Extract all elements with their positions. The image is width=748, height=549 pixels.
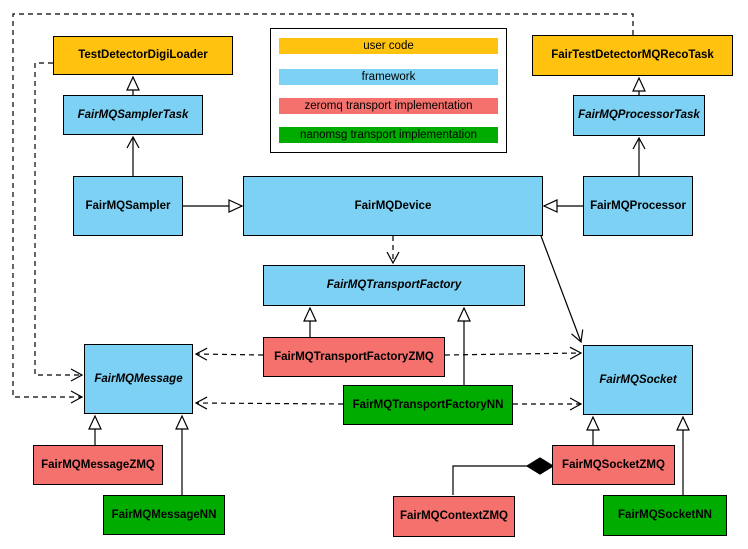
legend-label: nanomsg transport implementation [299,129,478,141]
edge-tfzmq-message [194,347,264,361]
class-box-fairmqsocketnn: FairMQSocketNN [603,495,727,536]
edge-device-socket [540,235,584,344]
class-box-fairmqdevice: FairMQDevice [243,176,543,236]
class-box-fairmqtransportfactoryzmq: FairMQTransportFactoryZMQ [263,337,445,377]
edge-tfnn-message [194,396,344,410]
class-box-fairmqsocket: FairMQSocket [583,345,693,415]
legend-item-framework: framework [279,69,498,85]
legend-item-user-code: user code [279,38,498,54]
class-box-fairmqmessage: FairMQMessage [84,344,193,414]
legend-label: zeromq transport implementation [304,100,473,112]
class-box-fairmqtransportfactorynn: FairMQTransportFactoryNN [343,385,513,425]
class-box-fairmqsocketzmq: FairMQSocketZMQ [552,445,675,485]
class-box-fairmqsamplertask: FairMQSamplerTask [63,95,203,135]
edge-tfzmq-socket [444,346,583,360]
legend-item-zeromq: zeromq transport implementation [279,98,498,114]
class-box-fairmqprocessortask: FairMQProcessorTask [573,95,705,136]
aggregation-diamond [525,457,555,475]
class-box-fairmqsampler: FairMQSampler [73,176,183,236]
class-box-testdetectordigiloader: TestDetectorDigiLoader [53,36,233,75]
edge-contextzmq-socketzmq [452,465,528,495]
legend: user code framework zeromq transport imp… [270,28,507,153]
legend-label: user code [363,40,414,52]
class-box-fairmqtransportfactory: FairMQTransportFactory [263,265,525,306]
class-box-fairmqcontextzmq: FairMQContextZMQ [393,496,515,537]
class-box-fairmqmessagenn: FairMQMessageNN [103,495,225,535]
class-box-fairmqmessagezmq: FairMQMessageZMQ [33,445,163,485]
legend-item-nanomsg: nanomsg transport implementation [279,127,498,143]
class-box-fairmqprocessor: FairMQProcessor [583,176,693,236]
legend-label: framework [361,71,416,83]
edge-recotask-message [12,13,634,404]
class-box-fairtestdetectormqrecotask: FairTestDetectorMQRecoTask [532,35,733,76]
edge-digiloader-message [34,62,84,382]
